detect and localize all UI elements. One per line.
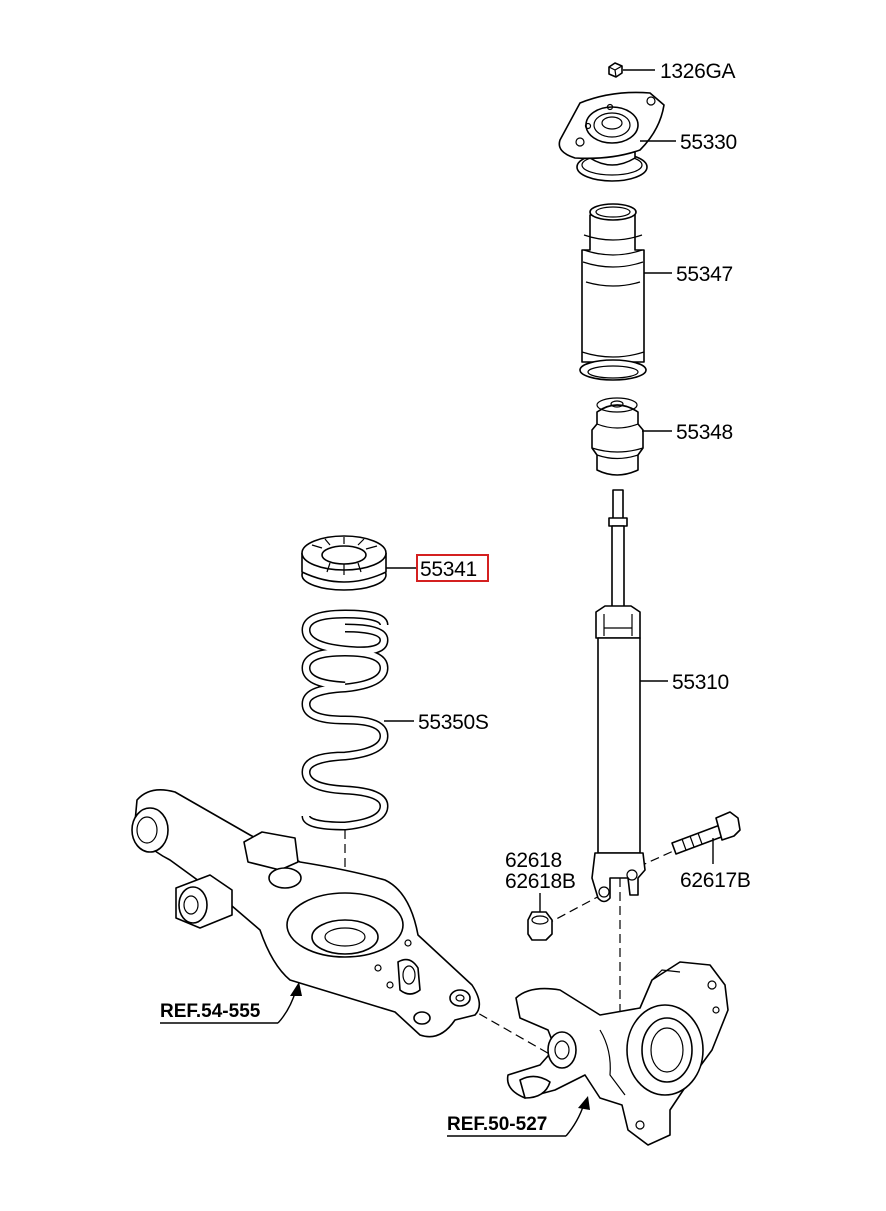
ref-arrow-lower-arm xyxy=(290,982,302,996)
shock-absorber-55310 xyxy=(591,489,646,903)
ref-label-knuckle: REF.50-527 xyxy=(447,1114,547,1135)
highlight-box xyxy=(416,554,489,582)
ref-arrow-knuckle xyxy=(578,1096,590,1110)
part-number-55341: 55341 xyxy=(420,558,477,581)
lower-arm xyxy=(131,789,481,1038)
ref-label-lower-arm: REF.54-555 xyxy=(160,1001,261,1022)
part-number-55330: 55330 xyxy=(680,131,737,154)
nut-1326ga xyxy=(608,62,623,78)
dust-cover-55347 xyxy=(579,203,647,381)
part-number-55350s: 55350S xyxy=(418,711,489,734)
part-number-62618b: 62618B xyxy=(505,870,576,893)
coil-spring-55350s xyxy=(301,609,389,831)
bolt-62617b xyxy=(671,811,741,855)
nut-axis xyxy=(544,892,606,926)
part-number-55347: 55347 xyxy=(676,263,733,286)
part-number-55348: 55348 xyxy=(676,421,733,444)
spring-pad-55341 xyxy=(301,535,387,591)
strut-mount-55330 xyxy=(558,91,665,182)
bump-stopper-55348 xyxy=(591,397,644,476)
part-number-55310: 55310 xyxy=(672,671,729,694)
part-number-62618: 62618 xyxy=(505,849,562,872)
nut-62618 xyxy=(527,911,553,941)
part-number-62617b: 62617B xyxy=(680,869,751,892)
part-number-1326ga: 1326GA xyxy=(660,60,736,83)
knuckle xyxy=(506,961,729,1146)
